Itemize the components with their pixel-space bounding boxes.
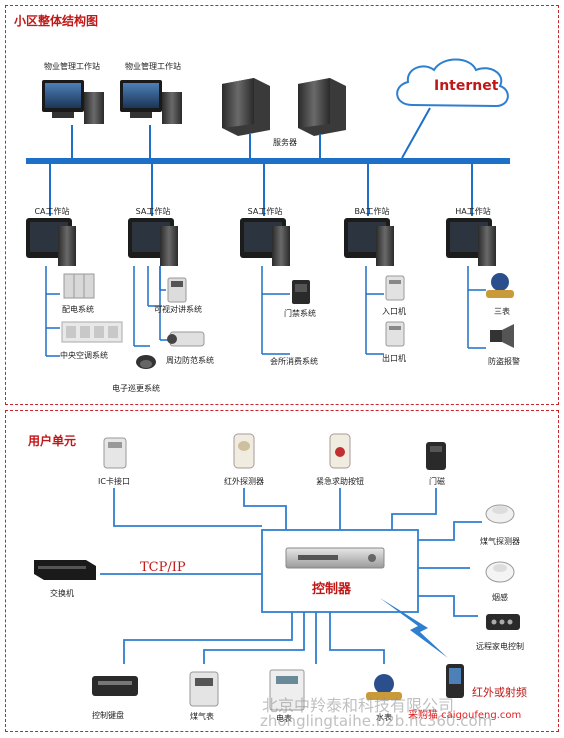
remote-appliance-label: 远程家电控制 xyxy=(476,642,524,651)
control-keyboard-icon xyxy=(92,676,138,696)
entry-reader-icon xyxy=(385,275,405,301)
remote-control-icon xyxy=(486,614,520,630)
ca-workstation xyxy=(26,218,76,266)
ir-detector-label: 红外探测器 xyxy=(224,477,264,486)
sa-workstation-2 xyxy=(240,218,290,266)
switch-label: 交换机 xyxy=(50,589,74,598)
gas-detector-icon xyxy=(485,504,515,524)
ba-workstation-label: BA工作站 xyxy=(354,207,390,216)
three-meters-label: 三表 xyxy=(494,307,510,316)
patrol-dome-camera-icon xyxy=(136,355,156,369)
controller-device-icon xyxy=(285,547,385,569)
entry-machine-label: 入口机 xyxy=(382,307,406,316)
door-magnet-label: 门磁 xyxy=(429,477,445,486)
watermark-company: 北京中羚泰和科技有限公司 xyxy=(262,696,455,715)
property-workstation-2-label: 物业管理工作站 xyxy=(125,62,181,71)
utility-meter-icon xyxy=(486,273,514,298)
exit-reader-icon xyxy=(385,321,405,347)
perimeter-label: 周边防范系统 xyxy=(166,356,214,365)
server-label: 服务器 xyxy=(273,138,297,147)
gas-meter-label: 煤气表 xyxy=(190,712,214,721)
ir-or-rf-label: 红外或射频 xyxy=(472,686,527,699)
property-workstation-1 xyxy=(42,80,104,158)
ic-card-reader-icon xyxy=(103,437,127,469)
gas-meter-icon xyxy=(189,671,219,707)
infrared-detector-icon xyxy=(233,433,255,469)
video-intercom-label: 可视对讲系统 xyxy=(154,305,202,314)
water-meter-label: 水表 xyxy=(376,713,392,722)
ha-workstation xyxy=(446,218,496,266)
tcpip-label: TCP/IP xyxy=(140,560,186,575)
emergency-button-icon xyxy=(329,433,351,469)
user-unit-panel xyxy=(5,410,559,732)
ha-workstation-label: HA工作站 xyxy=(455,207,491,216)
water-meter-icon xyxy=(366,674,402,700)
internet-cloud xyxy=(396,58,509,159)
e-patrol-label: 电子巡更系统 xyxy=(112,384,160,393)
electric-meter-icon xyxy=(269,669,305,711)
exit-machine-label: 出口机 xyxy=(382,354,406,363)
ba-workstation xyxy=(344,218,394,266)
server-2 xyxy=(298,78,346,158)
smoke-sensor-icon xyxy=(485,561,515,583)
power-distribution-label: 配电系统 xyxy=(62,305,94,314)
electric-meter-label: 电表 xyxy=(276,714,292,723)
sa-workstation-1 xyxy=(128,218,178,266)
gas-detector-label: 煤气探测器 xyxy=(480,537,520,546)
watermark-badge: 采购猫 caigoufeng.com xyxy=(408,710,522,721)
control-keyboard-label: 控制键盘 xyxy=(92,711,124,720)
clubhouse-pay-label: 会所消费系统 xyxy=(270,357,318,366)
wireless-signal-icon xyxy=(380,598,448,658)
property-workstation-1-label: 物业管理工作站 xyxy=(44,62,100,71)
power-distribution-cabinet-icon xyxy=(63,273,95,299)
access-control-label: 门禁系统 xyxy=(284,309,316,318)
intercom-panel-icon xyxy=(167,277,187,303)
access-card-reader-icon xyxy=(292,280,310,304)
emergency-button-label: 紧急求助按钮 xyxy=(316,477,364,486)
network-switch-icon xyxy=(34,560,96,580)
campus-structure-panel xyxy=(5,5,559,405)
network-bus xyxy=(26,158,510,164)
central-ac-label: 中央空调系统 xyxy=(60,351,108,360)
door-magnet-icon xyxy=(426,442,446,470)
alarm-siren-icon xyxy=(490,324,514,348)
campus-structure-title: 小区整体结构图 xyxy=(14,14,99,28)
property-workstation-2 xyxy=(120,80,182,158)
sa-workstation-1-label: SA工作站 xyxy=(135,207,171,216)
watermark-domain: zhonglingtaihe.b2b.hc360.com xyxy=(260,712,493,730)
controller-frame xyxy=(261,529,419,613)
surveillance-camera-icon xyxy=(167,331,205,347)
pda-icon xyxy=(446,664,464,698)
central-ac-unit-icon xyxy=(61,321,123,343)
controller-label: 控制器 xyxy=(312,582,352,597)
ic-card-label: IC卡接口 xyxy=(98,477,130,486)
burglar-alarm-label: 防盗报警 xyxy=(488,357,520,366)
internet-label: Internet xyxy=(434,78,499,94)
server-1 xyxy=(222,78,270,158)
ca-workstation-label: CA工作站 xyxy=(34,207,70,216)
smoke-sensor-label: 烟感 xyxy=(492,593,508,602)
sa-workstation-2-label: SA工作站 xyxy=(247,207,283,216)
user-unit-title: 用户单元 xyxy=(28,434,77,448)
